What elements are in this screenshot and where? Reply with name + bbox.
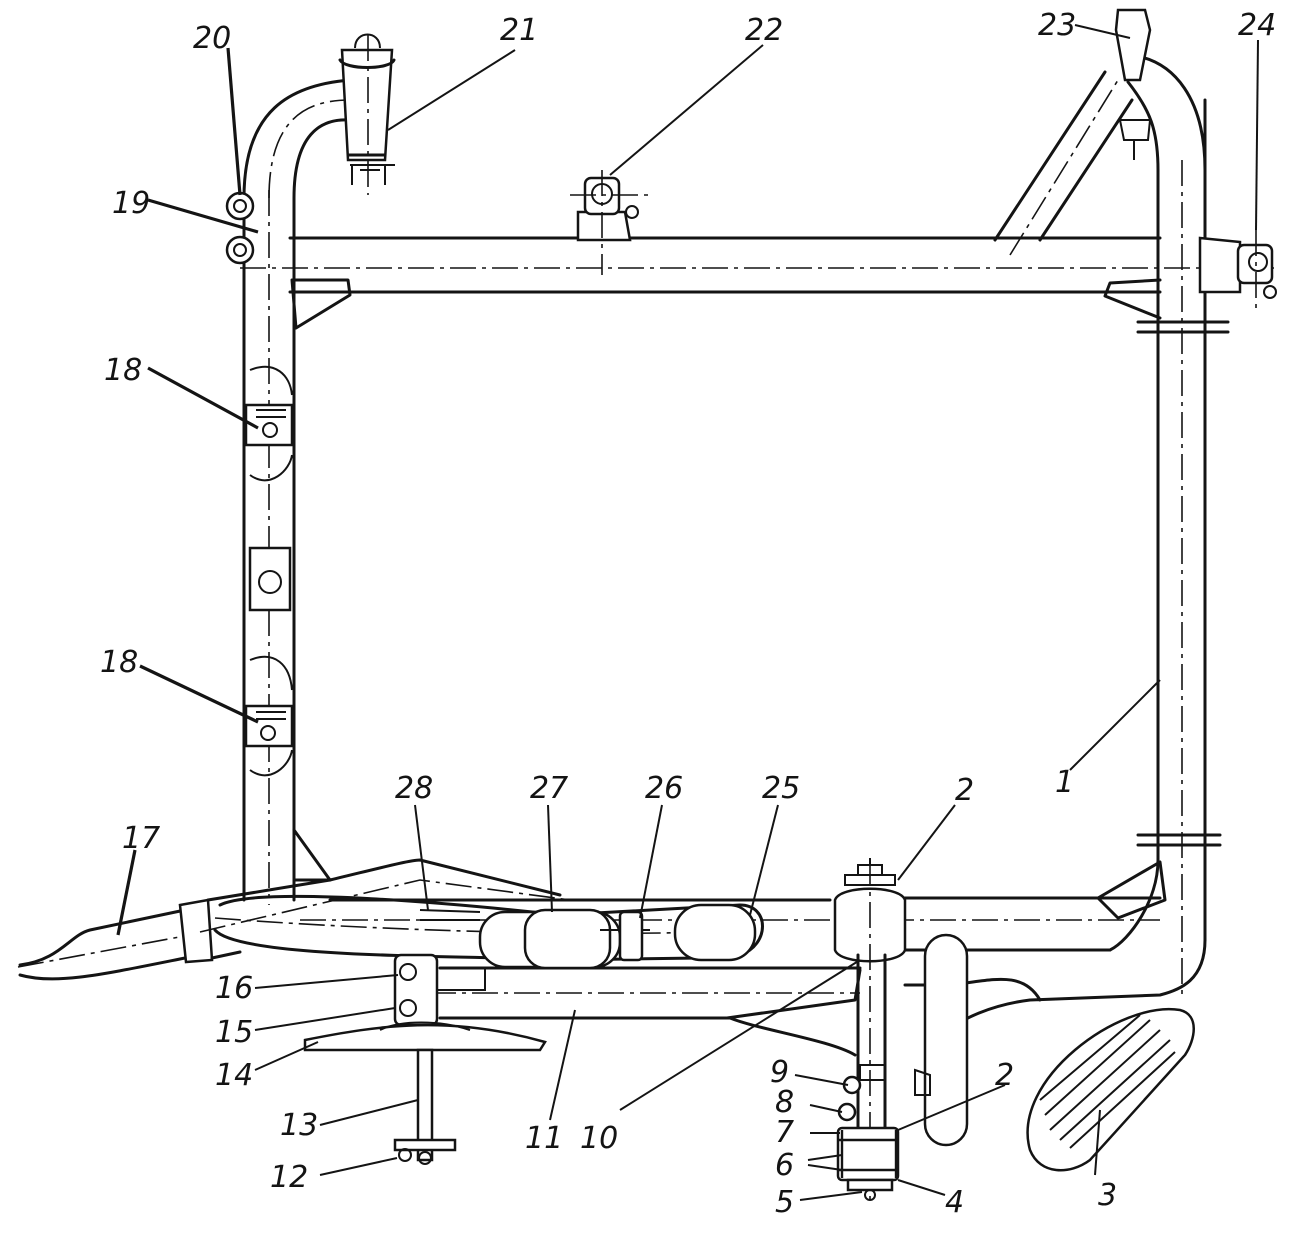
callout-17: 17 [122, 821, 160, 856]
callout-20: 20 [193, 21, 231, 56]
callout-13: 13 [280, 1108, 318, 1143]
callout-26: 26 [645, 771, 683, 806]
callout-9: 9 [770, 1055, 789, 1090]
callout-15: 15 [215, 1015, 253, 1050]
frame-tubes [17, 53, 1280, 1057]
callout-28: 28 [395, 771, 433, 806]
callout-16: 16 [215, 971, 253, 1006]
post-13 [416, 1048, 434, 1162]
seat-sockets [225, 8, 1277, 310]
callout-5: 5 [775, 1185, 794, 1220]
callout-8: 8 [775, 1085, 794, 1120]
callout-27: 27 [530, 771, 568, 806]
mount-plate [248, 546, 292, 612]
socket-23 [1114, 8, 1152, 160]
clamps [244, 365, 294, 777]
bracket-24 [1198, 230, 1277, 310]
clamp-lower [244, 655, 294, 777]
callout-21: 21 [500, 13, 538, 48]
plate-14 [303, 1023, 547, 1052]
front-tube [18, 908, 187, 981]
bracket-22 [570, 170, 650, 275]
callout-2-lower: 2 [995, 1058, 1014, 1093]
callout-18-upper: 18 [104, 353, 142, 388]
socket-21 [338, 33, 396, 195]
left-top-bend [242, 78, 352, 200]
stand [303, 953, 547, 1165]
callout-12: 12 [270, 1160, 308, 1195]
callout-labels: 1 2 2 3 4 5 6 7 8 9 10 11 12 13 14 15 16… [100, 8, 1276, 1220]
left-vertical-tube [242, 196, 296, 902]
bracket-15 [393, 953, 439, 1027]
callout-24: 24 [1238, 8, 1276, 43]
nuts-19-20 [225, 191, 255, 265]
bottom-right-gusset [1096, 860, 1167, 920]
callout-10: 10 [580, 1121, 618, 1156]
top-tube [288, 236, 1162, 294]
callout-19: 19 [112, 186, 150, 221]
diagonal-strut [993, 70, 1134, 242]
callout-4: 4 [945, 1185, 964, 1220]
footrest [1026, 1007, 1195, 1172]
top-left-gusset [290, 278, 352, 330]
callout-7: 7 [775, 1115, 794, 1150]
callout-22: 22 [745, 13, 783, 48]
callout-23: 23 [1038, 8, 1076, 43]
callout-11: 11 [525, 1121, 563, 1156]
callout-14: 14 [215, 1058, 253, 1093]
footrest-pad [1026, 1007, 1195, 1172]
callout-6: 6 [775, 1148, 794, 1183]
callout-25: 25 [762, 771, 800, 806]
leader-lines [116, 24, 1259, 1201]
suspension-unit [833, 858, 969, 1201]
callout-18-lower: 18 [100, 645, 138, 680]
callout-1: 1 [1055, 765, 1074, 800]
top-right-gusset [1103, 278, 1162, 320]
callout-2-upper: 2 [955, 773, 974, 808]
callout-3: 3 [1098, 1178, 1117, 1213]
